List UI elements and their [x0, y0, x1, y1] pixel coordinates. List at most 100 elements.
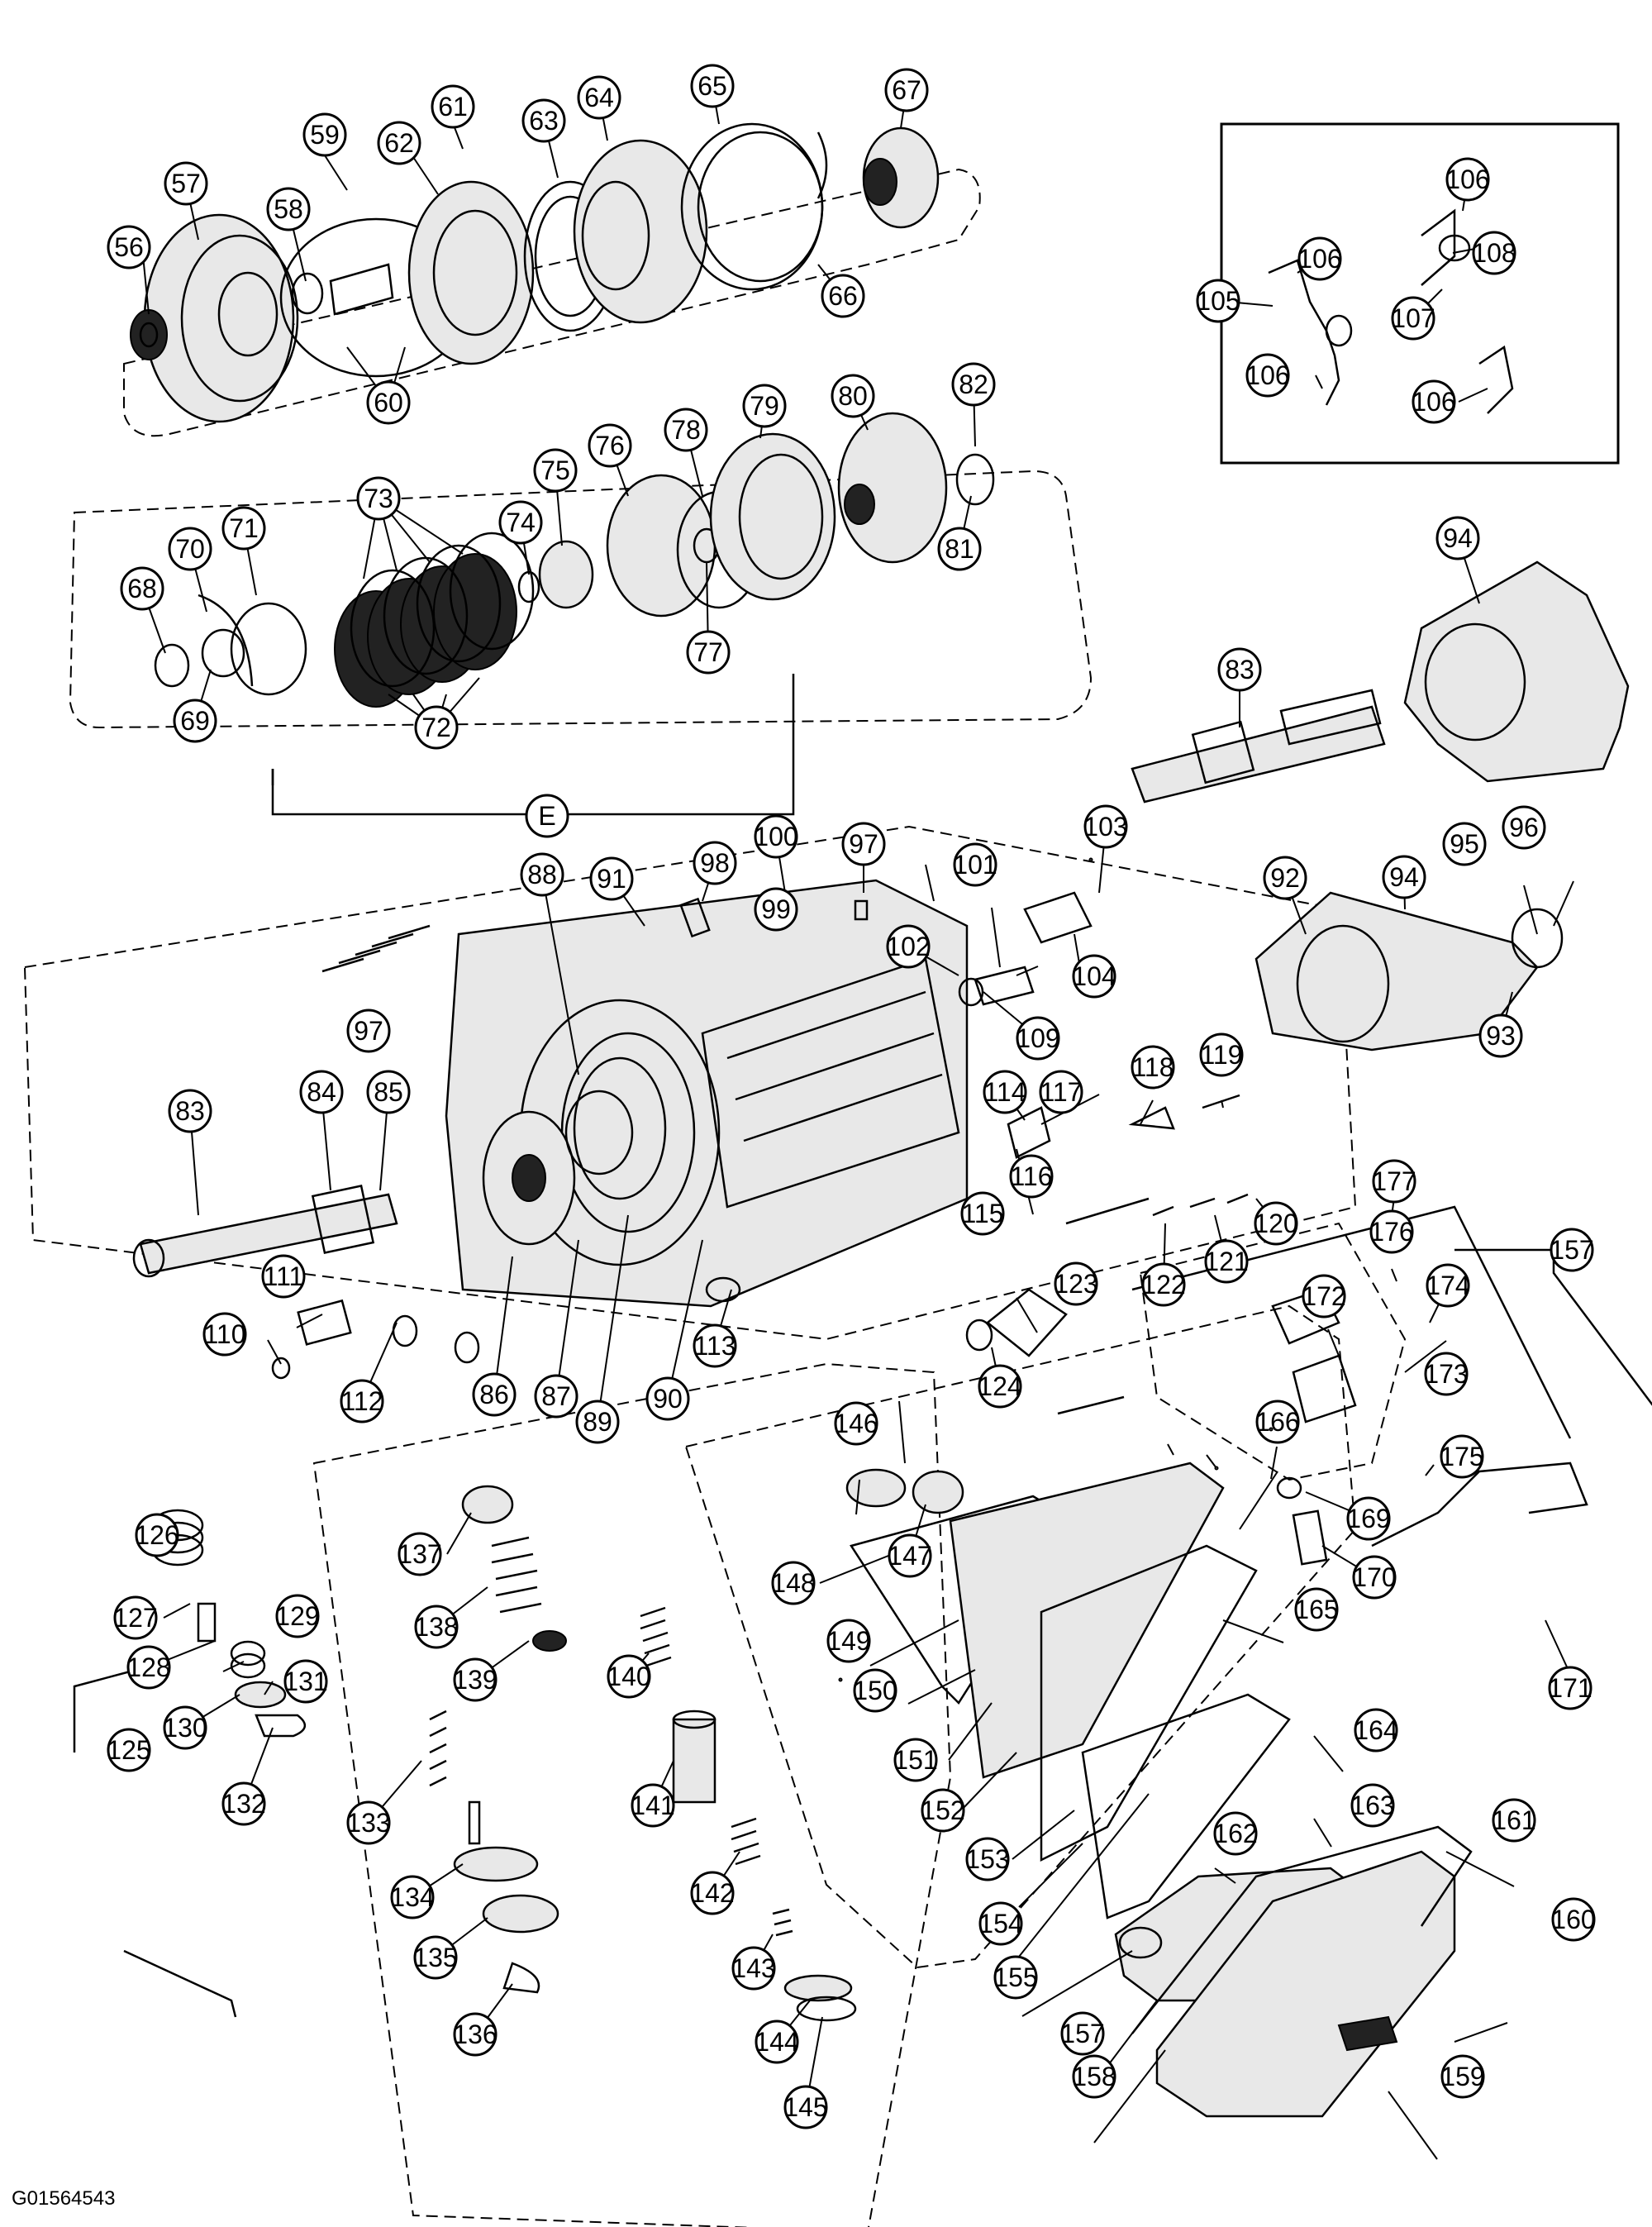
- svg-text:64: 64: [584, 83, 614, 112]
- callout: [1088, 857, 1093, 862]
- svg-text:79: 79: [750, 391, 779, 421]
- callout: 81: [937, 527, 982, 571]
- svg-text:154: 154: [978, 1909, 1022, 1938]
- svg-text:115: 115: [961, 1199, 1003, 1228]
- callout: 166: [1255, 1400, 1300, 1444]
- part-56-57-pump: [130, 213, 299, 423]
- group-label-e: E: [525, 794, 569, 838]
- small-hardware: [271, 891, 1588, 1566]
- svg-text:108: 108: [1472, 238, 1516, 268]
- svg-text:173: 173: [1424, 1359, 1468, 1389]
- callout: 160: [1551, 1897, 1596, 1942]
- svg-text:116: 116: [1010, 1161, 1052, 1191]
- svg-text:103: 103: [1083, 812, 1127, 842]
- callout: 101: [953, 842, 997, 887]
- group-outline-solenoid: [1139, 1222, 1407, 1481]
- svg-text:58: 58: [274, 194, 303, 224]
- callout: 116: [1009, 1154, 1054, 1199]
- svg-text:83: 83: [175, 1096, 205, 1126]
- callout: 171: [1548, 1666, 1592, 1710]
- part-141-146-valve: [640, 1606, 857, 2022]
- callout: 57: [164, 161, 208, 206]
- callout: 110: [202, 1312, 247, 1357]
- svg-text:136: 136: [453, 2020, 497, 2049]
- callout: 138: [414, 1605, 459, 1649]
- svg-text:73: 73: [364, 484, 393, 513]
- callout: 137: [398, 1532, 442, 1576]
- group-outline-mid: [69, 470, 1093, 729]
- part-72-73-clutch-pack: [334, 532, 535, 708]
- callout: 74: [498, 500, 543, 545]
- svg-text:76: 76: [595, 431, 625, 460]
- svg-text:106: 106: [1412, 387, 1455, 417]
- svg-text:104: 104: [1072, 961, 1116, 991]
- svg-text:123: 123: [1054, 1269, 1097, 1299]
- svg-text:66: 66: [828, 281, 858, 311]
- svg-text:106: 106: [1297, 244, 1341, 274]
- svg-text:158: 158: [1072, 2062, 1116, 2091]
- svg-text:151: 151: [893, 1745, 937, 1775]
- callout: 128: [126, 1645, 171, 1690]
- svg-text:95: 95: [1450, 829, 1479, 859]
- svg-text:122: 122: [1141, 1270, 1185, 1299]
- callout: 89: [575, 1400, 620, 1444]
- callout: 153: [965, 1837, 1010, 1881]
- callout: 83: [1217, 647, 1262, 692]
- svg-text:85: 85: [374, 1077, 403, 1107]
- callout: 102: [886, 924, 931, 969]
- callout: 63: [521, 98, 566, 143]
- callout: 163: [1350, 1783, 1395, 1828]
- callout: 144: [755, 2020, 799, 2064]
- svg-text:94: 94: [1443, 523, 1473, 553]
- svg-text:148: 148: [771, 1568, 815, 1598]
- svg-text:144: 144: [755, 2027, 798, 2057]
- callout: 126: [135, 1513, 179, 1557]
- callout: 134: [390, 1875, 435, 1919]
- svg-text:159: 159: [1440, 2062, 1484, 2091]
- callout: 132: [221, 1781, 266, 1826]
- svg-text:88: 88: [527, 860, 557, 889]
- callout: 103: [1083, 804, 1128, 849]
- svg-text:105: 105: [1196, 286, 1240, 316]
- svg-text:175: 175: [1440, 1442, 1483, 1471]
- svg-text:176: 176: [1369, 1217, 1413, 1247]
- part-58-62-shaft-cover: [279, 180, 535, 378]
- svg-text:93: 93: [1486, 1021, 1516, 1051]
- callout: 146: [834, 1401, 878, 1446]
- svg-text:59: 59: [310, 120, 340, 150]
- svg-text:153: 153: [965, 1844, 1009, 1874]
- svg-text:142: 142: [690, 1878, 734, 1908]
- group-outline-valvebody: [684, 1304, 1357, 1969]
- svg-text:84: 84: [307, 1077, 336, 1107]
- callout: 120: [1254, 1201, 1298, 1246]
- callout: 133: [346, 1800, 391, 1845]
- callout: 97: [841, 822, 886, 866]
- svg-text:138: 138: [414, 1612, 458, 1642]
- bracket-157-line: [1131, 1205, 1572, 1439]
- svg-text:99: 99: [761, 894, 791, 924]
- callout: 127: [113, 1595, 158, 1640]
- callout: 99: [754, 887, 798, 932]
- callout: 104: [1072, 954, 1116, 999]
- callout: 64: [577, 75, 621, 120]
- callout: 87: [534, 1374, 578, 1419]
- callout: 154: [978, 1901, 1023, 1946]
- callout: 165: [1294, 1587, 1339, 1632]
- svg-text:170: 170: [1352, 1562, 1396, 1592]
- part-94-extension-housing-upper: [1403, 560, 1630, 783]
- callout: 62: [377, 121, 421, 165]
- callout: 106: [1297, 236, 1342, 281]
- svg-text:126: 126: [135, 1520, 179, 1550]
- svg-text:68: 68: [127, 574, 157, 603]
- callout: 78: [664, 408, 708, 452]
- callout: 158: [1072, 2054, 1116, 2099]
- group-outline-valves: [312, 1362, 952, 2227]
- svg-text:111: 111: [264, 1261, 304, 1291]
- svg-text:75: 75: [540, 455, 570, 485]
- svg-text:70: 70: [175, 534, 205, 564]
- callout: 79: [742, 384, 787, 428]
- part-oil-pan-filter: [1114, 1825, 1473, 2118]
- callout: 72: [414, 705, 459, 750]
- svg-text:101: 101: [953, 850, 997, 880]
